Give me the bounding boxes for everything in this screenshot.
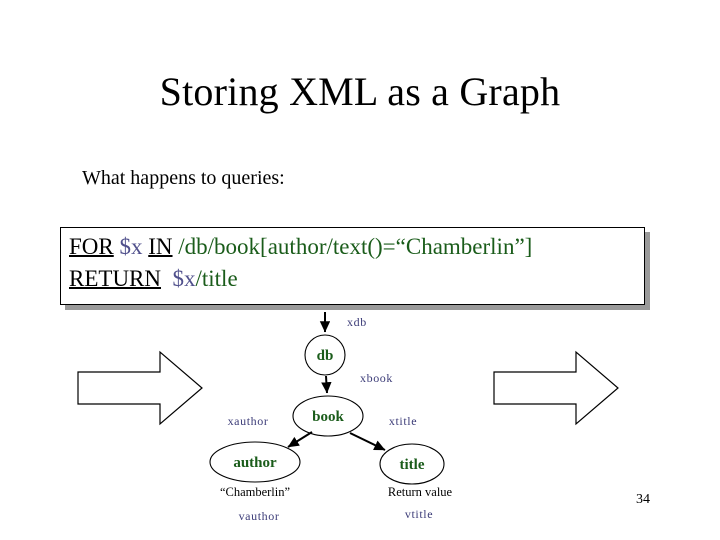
edge-label-xtitle: xtitle [389, 414, 417, 428]
edge-label-xbook: xbook [360, 371, 393, 385]
edge-label-xauthor: xauthor [228, 414, 269, 428]
space-4 [161, 266, 173, 291]
return-path: /title [195, 266, 238, 291]
variable-x-return: $x [172, 266, 196, 291]
edge-xauthor-line [287, 431, 313, 448]
node-label-title: title [400, 457, 425, 473]
block-arrow-left-icon [77, 350, 203, 426]
node-author [209, 441, 301, 483]
xpath-expression: /db/book[author/text()=“Chamberlin”] [178, 234, 533, 259]
node-label-db: db [317, 348, 334, 364]
block-arrow-right-icon [493, 350, 619, 426]
keyword-for: FOR [69, 234, 114, 259]
node-label-author: author [233, 455, 277, 471]
node-label-book: book [312, 409, 344, 425]
edge-xtitle-line [349, 432, 386, 451]
author-value-var-label: vauthor [239, 509, 280, 523]
graph-diagram: xdb db xbook book xauthor xtitle author … [0, 300, 720, 540]
edge-label-xdb: xdb [347, 315, 367, 329]
query-line-return: RETURN $x/title [69, 263, 644, 295]
keyword-in: IN [148, 234, 173, 259]
variable-x-for: $x [119, 234, 143, 259]
node-title [379, 443, 445, 485]
page-number: 34 [636, 492, 650, 507]
query-code-block: FOR $x IN /db/book[author/text()=“Chambe… [69, 231, 644, 295]
bullet-text: What happens to queries: [82, 167, 285, 189]
author-value-label: “Chamberlin” [220, 485, 290, 499]
keyword-return: RETURN [69, 266, 161, 291]
query-box: FOR $x IN /db/book[author/text()=“Chambe… [60, 227, 645, 305]
title-value-label: Return value [388, 485, 453, 499]
page-title: Storing XML as a Graph [159, 69, 561, 114]
query-line-for: FOR $x IN /db/book[author/text()=“Chambe… [69, 231, 644, 263]
node-db [304, 334, 346, 376]
node-book [292, 395, 364, 437]
edge-xbook-line [321, 375, 332, 394]
title-value-var-label: vtitle [405, 507, 433, 521]
